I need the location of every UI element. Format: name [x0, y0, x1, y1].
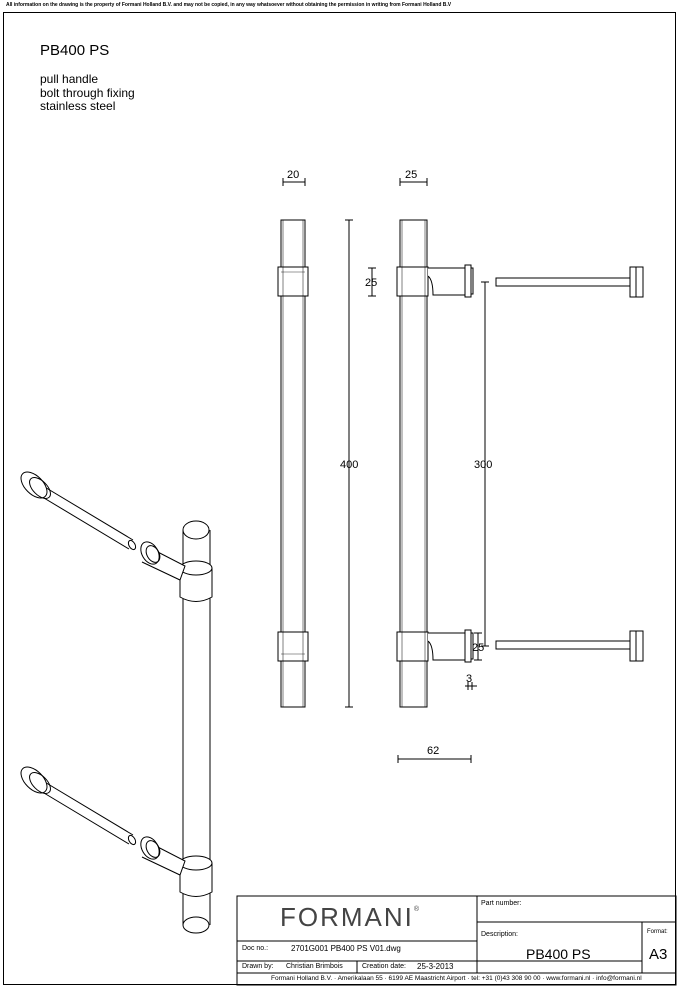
front-view [277, 178, 309, 708]
dim-projection: 62 [427, 745, 439, 757]
dim-centers: 300 [474, 459, 492, 471]
description-line: stainless steel [40, 99, 116, 113]
copyright-notice: All information on the drawing is the pr… [6, 2, 452, 8]
length-dimension [345, 219, 353, 708]
creation-date-value: 25-3-2013 [417, 962, 454, 971]
centers-dimension [481, 281, 489, 647]
side-view [368, 178, 482, 763]
dim-base-thickness: 3 [466, 673, 472, 685]
drawn-by-value: Christian Brimbois [286, 963, 343, 970]
description-line: pull handle [40, 72, 99, 86]
fixing-bolts [495, 266, 644, 662]
format-label: Format: [647, 929, 668, 935]
dim-post-top: 25 [365, 277, 377, 289]
description-line: bolt through fixing [40, 85, 135, 100]
dim-width-front: 20 [287, 169, 299, 181]
title-block-grid [236, 895, 677, 986]
creation-date-label: Creation date: [362, 963, 406, 970]
dim-post-bottom: 25 [472, 642, 484, 654]
logo-mark: ® [413, 906, 420, 913]
product-description: pull handle bolt through fixing stainles… [40, 72, 135, 114]
dim-width-side: 25 [405, 169, 417, 181]
doc-no-value: 2701G001 PB400 PS V01.dwg [291, 944, 401, 953]
format-value: A3 [649, 946, 668, 963]
formani-logo: FORMANI® [280, 902, 419, 933]
drawn-by-label: Drawn by: [242, 963, 274, 970]
title-block: Part number: Description: PB400 PS Forma… [237, 896, 676, 985]
description-label: Description: [481, 931, 518, 938]
doc-no-label: Doc no.: [242, 945, 269, 952]
dim-length: 400 [340, 459, 358, 471]
part-number-label: Part number: [481, 900, 522, 907]
logo-text: FORMANI [280, 902, 414, 932]
isometric-view [20, 471, 213, 934]
description-value: PB400 PS [526, 946, 591, 962]
drawing-title: PB400 PS [40, 42, 110, 59]
company-footer: Formani Holland B.V. · Amerikalaan 55 · … [271, 975, 642, 982]
